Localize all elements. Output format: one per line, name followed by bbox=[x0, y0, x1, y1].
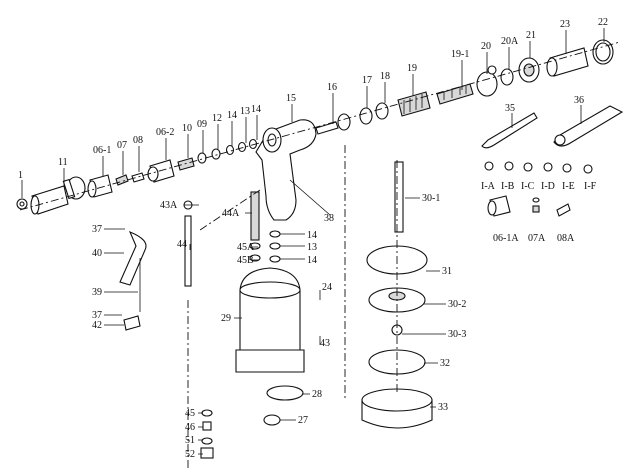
label-42: 42 bbox=[92, 320, 102, 331]
label-19: 19 bbox=[407, 63, 417, 74]
rings-09-12-14-13-14 bbox=[197, 138, 258, 164]
parts-37-40-39-42-lever bbox=[119, 230, 147, 331]
part-19-spring bbox=[397, 91, 431, 117]
part-15-handle-body bbox=[255, 119, 331, 221]
part-23-sleeve bbox=[546, 47, 589, 77]
label-07: 07 bbox=[117, 140, 127, 151]
part-29-cylinder bbox=[235, 267, 305, 373]
part-11-nose-housing bbox=[30, 176, 86, 215]
part-10-spring bbox=[177, 157, 195, 171]
label-16: 16 bbox=[327, 82, 337, 93]
part-1-nut bbox=[16, 198, 28, 210]
label-21: 21 bbox=[526, 30, 536, 41]
label-30-3: 30-3 bbox=[448, 329, 466, 340]
part-07-jaw bbox=[115, 174, 129, 186]
label-15: 15 bbox=[286, 93, 296, 104]
part-44A-spring-and-44-rod bbox=[183, 191, 281, 287]
label-31: 31 bbox=[442, 266, 452, 277]
label-45B: 45B bbox=[237, 255, 254, 266]
label-22: 22 bbox=[598, 17, 608, 28]
label-36: 36 bbox=[574, 95, 584, 106]
label-29: 29 bbox=[221, 313, 231, 324]
label-09: 09 bbox=[197, 119, 207, 130]
label-14: 14 bbox=[307, 230, 317, 241]
part-36-wrench bbox=[553, 105, 624, 147]
label-12: 12 bbox=[212, 113, 222, 124]
part-06-1-jaw-case bbox=[87, 174, 113, 198]
label-13: 13 bbox=[240, 106, 250, 117]
label-07A: 07A bbox=[528, 233, 546, 244]
label-14: 14 bbox=[251, 104, 261, 115]
label-I-C: I-C bbox=[521, 181, 535, 192]
rings-17-18 bbox=[359, 102, 389, 125]
label-08A: 08A bbox=[557, 233, 575, 244]
label-45: 45 bbox=[185, 408, 195, 419]
label-44: 44 bbox=[177, 239, 187, 250]
spare-parts-06-1A-07A-08A bbox=[487, 195, 571, 217]
label-17: 17 bbox=[362, 75, 372, 86]
label-14: 14 bbox=[307, 255, 317, 266]
parts-45-46-51-52 bbox=[200, 409, 214, 459]
label-I-D: I-D bbox=[541, 181, 555, 192]
label-51: 51 bbox=[185, 435, 195, 446]
label-39: 39 bbox=[92, 287, 102, 298]
label-13: 13 bbox=[307, 242, 317, 253]
label-37: 37 bbox=[92, 310, 102, 321]
label-37: 37 bbox=[92, 224, 102, 235]
label-06-1A: 06-1A bbox=[493, 233, 519, 244]
label-20A: 20A bbox=[501, 36, 519, 47]
label-20: 20 bbox=[481, 41, 491, 52]
label-46: 46 bbox=[185, 422, 195, 433]
part-21-cap bbox=[518, 57, 540, 83]
label-30-2: 30-2 bbox=[448, 299, 466, 310]
label-43A: 43A bbox=[160, 200, 178, 211]
label-38: 38 bbox=[324, 213, 334, 224]
label-45A: 45A bbox=[237, 242, 255, 253]
part-35-wrench bbox=[481, 112, 538, 149]
label-19-1: 19-1 bbox=[451, 49, 469, 60]
label-33: 33 bbox=[438, 402, 448, 413]
nose-pieces-IA-IF bbox=[484, 161, 593, 174]
label-18: 18 bbox=[380, 71, 390, 82]
label-30-1: 30-1 bbox=[422, 193, 440, 204]
label-11: 11 bbox=[58, 157, 68, 168]
label-I-E: I-E bbox=[562, 181, 575, 192]
label-10: 10 bbox=[182, 123, 192, 134]
label-23: 23 bbox=[560, 19, 570, 30]
label-1: 1 bbox=[18, 170, 23, 181]
label-40: 40 bbox=[92, 248, 102, 259]
label-I-B: I-B bbox=[501, 181, 515, 192]
label-06-1: 06-1 bbox=[93, 145, 111, 156]
label-43: 43 bbox=[320, 338, 330, 349]
label-52: 52 bbox=[185, 449, 195, 460]
label-08: 08 bbox=[133, 135, 143, 146]
label-44A: 44A bbox=[222, 208, 240, 219]
part-19-1-spring bbox=[436, 83, 474, 105]
label-28: 28 bbox=[312, 389, 322, 400]
label-24: 24 bbox=[322, 282, 332, 293]
label-27: 27 bbox=[298, 415, 308, 426]
label-32: 32 bbox=[440, 358, 450, 369]
part-08-pusher bbox=[131, 172, 145, 183]
part-06-2-jaw-housing bbox=[147, 159, 175, 183]
part-22-ring-cap bbox=[592, 39, 614, 65]
label-14: 14 bbox=[227, 110, 237, 121]
label-I-F: I-F bbox=[584, 181, 597, 192]
label-06-2: 06-2 bbox=[156, 127, 174, 138]
label-I-A: I-A bbox=[481, 181, 496, 192]
part-20A-ring bbox=[500, 68, 514, 86]
label-35: 35 bbox=[505, 103, 515, 114]
